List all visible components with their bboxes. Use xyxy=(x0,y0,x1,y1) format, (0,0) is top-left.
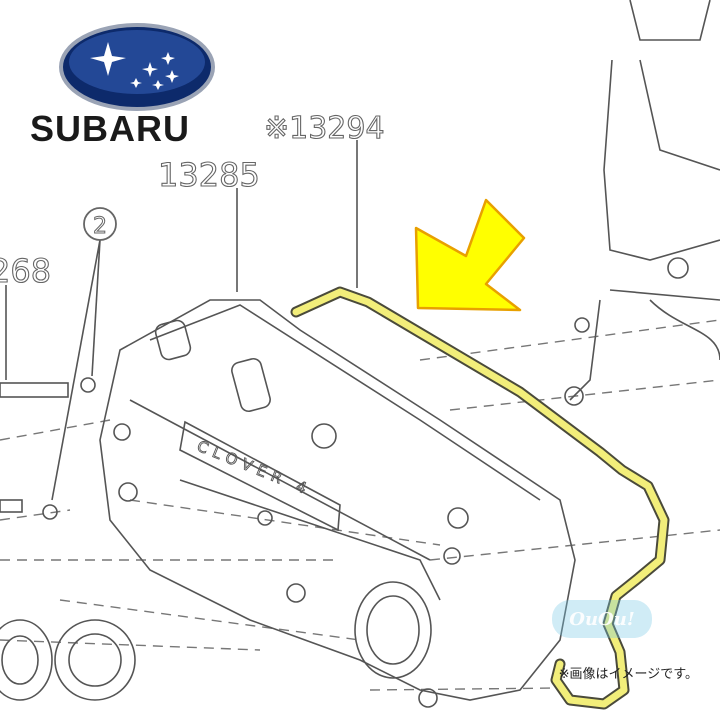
left-hardware xyxy=(0,377,136,701)
valve-cover xyxy=(99,299,576,708)
leader-lines xyxy=(5,140,358,501)
arrow-pointer-icon xyxy=(414,198,526,312)
callout-bolt-number: 2 xyxy=(93,214,107,239)
gasket-13294 xyxy=(290,286,670,710)
reference-lines xyxy=(0,319,720,691)
subaru-logo-emblem xyxy=(59,23,215,111)
callout-circle xyxy=(83,207,117,241)
right-assembly xyxy=(564,0,720,406)
brand-wordmark: SUBARU xyxy=(30,108,191,149)
callout-partial-number: 268 xyxy=(0,252,51,290)
gasket-fill xyxy=(292,288,668,708)
image-disclaimer: ※画像はイメージです。 xyxy=(558,667,698,682)
callout-gasket-number: ※13294 xyxy=(264,111,385,146)
watermark-badge: OuOu! xyxy=(552,600,652,638)
callout-cover-number: 13285 xyxy=(158,156,260,194)
